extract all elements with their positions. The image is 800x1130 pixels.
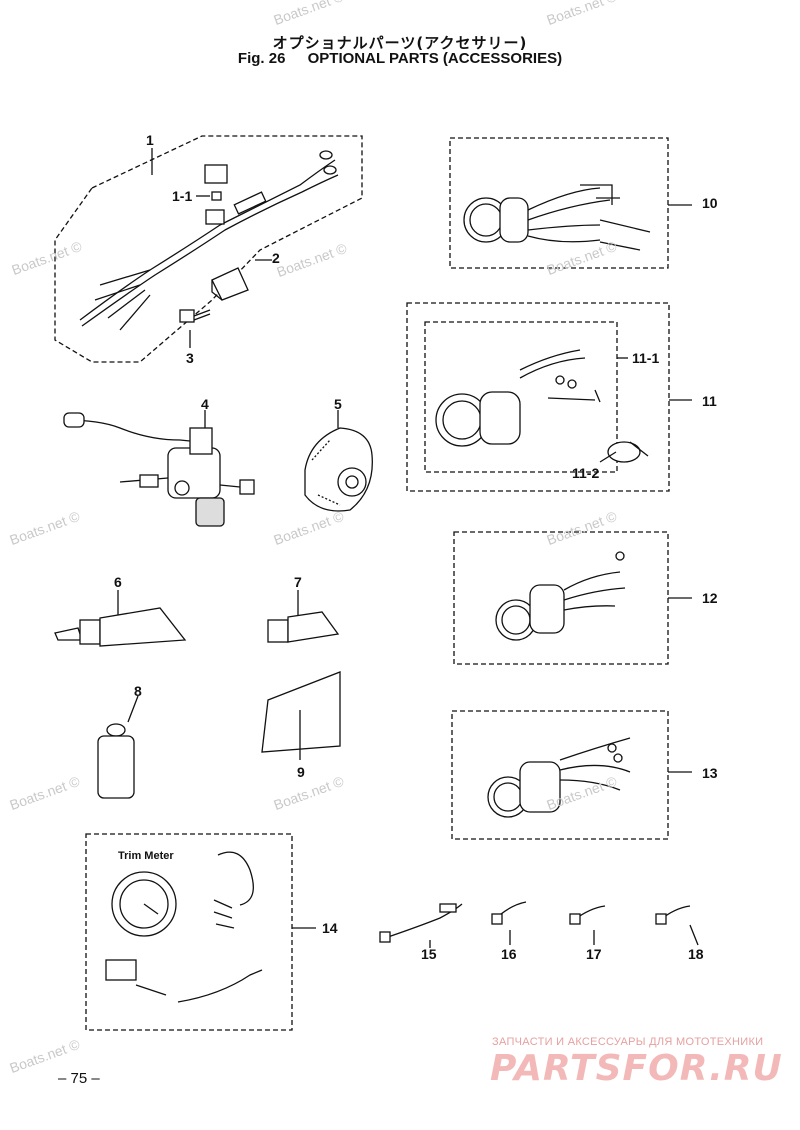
- switch-assembly: [63, 410, 255, 527]
- callout-5: 5: [334, 396, 342, 412]
- gauge-10-group: [449, 137, 692, 269]
- callout-1-1: 1-1: [172, 188, 193, 204]
- trim-meter-label: Trim Meter: [118, 850, 174, 862]
- callout-18: 18: [688, 946, 704, 962]
- grease-tube-large: [54, 590, 187, 647]
- wiring-harness-group: [54, 135, 363, 363]
- page-number: – 75 –: [58, 1070, 100, 1087]
- figure-number: Fig. 26: [237, 50, 286, 67]
- callout-10: 10: [702, 195, 718, 211]
- callout-14: 14: [322, 920, 338, 936]
- callout-4: 4: [201, 396, 209, 412]
- site-logo: PARTSFOR.RU: [490, 1048, 783, 1089]
- callout-11-2: 11-2: [572, 465, 600, 481]
- callout-13: 13: [702, 765, 718, 781]
- callout-16: 16: [501, 946, 517, 962]
- callout-17: 17: [586, 946, 602, 962]
- gauge-11-group: [406, 302, 692, 492]
- callout-15: 15: [421, 946, 437, 962]
- manual-bag: [261, 671, 341, 760]
- callout-9: 9: [297, 764, 305, 780]
- japanese-title: オプショナルパーツ(アクセサリー): [272, 34, 528, 52]
- grease-tube-small: [267, 590, 340, 643]
- figure-title: Fig. 26 OPTIONAL PARTS (ACCESSORIES): [0, 50, 800, 67]
- callout-3: 3: [186, 350, 194, 366]
- callout-1: 1: [146, 132, 154, 148]
- lead-wires: [379, 901, 699, 948]
- callout-12: 12: [702, 590, 718, 606]
- gauge-12-group: [453, 531, 692, 665]
- callout-11-1: 11-1: [632, 350, 660, 366]
- site-tagline: ЗАПЧАСТИ И АКСЕССУАРЫ ДЛЯ МОТОТЕХНИКИ: [492, 1036, 764, 1048]
- callout-7: 7: [294, 574, 302, 590]
- callout-6: 6: [114, 574, 122, 590]
- spray-can: [97, 695, 139, 799]
- steering-cover: [304, 410, 373, 512]
- callout-11: 11: [702, 393, 717, 409]
- figure-caption: OPTIONAL PARTS (ACCESSORIES): [307, 50, 563, 67]
- callout-8: 8: [134, 683, 142, 699]
- gauge-13-group: [451, 710, 692, 840]
- callout-2: 2: [272, 250, 280, 266]
- trim-meter-group: [85, 833, 316, 1031]
